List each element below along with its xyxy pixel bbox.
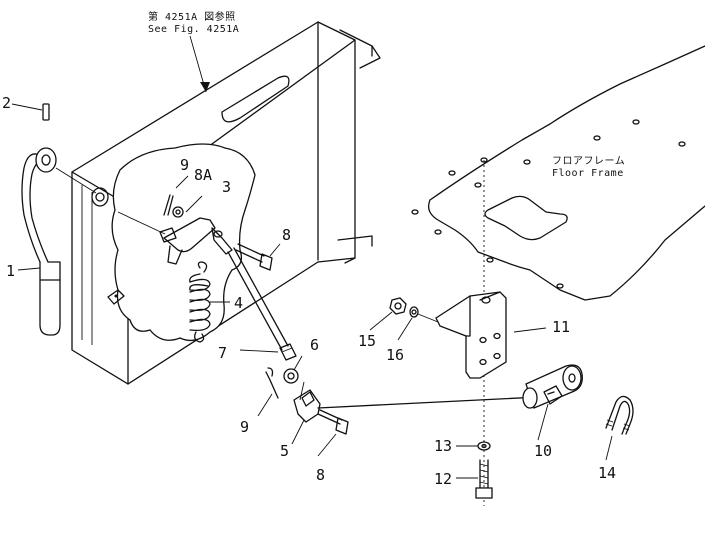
callout-8a: 8A bbox=[194, 166, 212, 184]
u-bolt-14 bbox=[605, 395, 634, 435]
callout-5: 5 bbox=[280, 442, 289, 460]
clamp-arm bbox=[293, 381, 541, 423]
bolt-lower bbox=[317, 409, 349, 435]
washer-16 bbox=[409, 306, 439, 323]
floor-frame-holes bbox=[411, 119, 686, 289]
floor-frame bbox=[411, 45, 705, 506]
callout-13: 13 bbox=[434, 437, 452, 455]
callout-8-lower: 8 bbox=[316, 466, 325, 484]
panel-fitting bbox=[91, 187, 125, 305]
callout-6: 6 bbox=[310, 336, 319, 354]
floor-frame-note: フロアフレーム Floor Frame bbox=[552, 155, 625, 179]
cotter-pin-lower bbox=[265, 367, 279, 399]
callout-3: 3 bbox=[222, 178, 231, 196]
cutaway-region bbox=[111, 143, 256, 342]
reference-note: 第 4251A 図参照 See Fig. 4251A bbox=[148, 10, 239, 35]
bracket bbox=[435, 291, 507, 379]
callout-2: 2 bbox=[2, 94, 11, 112]
callout-8-upper: 8 bbox=[282, 226, 291, 244]
control-rod bbox=[211, 227, 297, 361]
callouts: 2 1 9 8A 3 8 4 7 6 9 5 8 15 16 11 10 13 … bbox=[2, 94, 616, 488]
callout-16: 16 bbox=[386, 346, 404, 364]
see-fig-jp: 第 4251A 図参照 bbox=[148, 10, 236, 23]
top-slot bbox=[221, 75, 290, 123]
callout-9-upper: 9 bbox=[180, 156, 189, 174]
leader-lines bbox=[11, 35, 613, 479]
callout-10: 10 bbox=[534, 442, 552, 460]
panel-body bbox=[71, 21, 381, 385]
floor-frame-jp: フロアフレーム bbox=[552, 155, 625, 167]
bolt-12 bbox=[475, 459, 493, 499]
spring bbox=[189, 261, 211, 343]
lever bbox=[117, 211, 216, 265]
pin bbox=[42, 103, 50, 121]
floor-frame-en: Floor Frame bbox=[552, 168, 624, 179]
callout-9-lower: 9 bbox=[240, 418, 249, 436]
callout-11: 11 bbox=[552, 318, 570, 336]
callout-4: 4 bbox=[234, 294, 243, 312]
callout-15: 15 bbox=[358, 332, 376, 350]
nut-15 bbox=[389, 297, 407, 315]
actuator-10 bbox=[522, 364, 583, 409]
washer-8a bbox=[172, 206, 184, 218]
bolt-upper bbox=[235, 243, 273, 271]
nut-6 bbox=[283, 368, 299, 384]
cotter-pin-upper bbox=[163, 194, 174, 216]
see-fig-en: See Fig. 4251A bbox=[148, 24, 239, 35]
callout-7: 7 bbox=[218, 344, 227, 362]
callout-12: 12 bbox=[434, 470, 452, 488]
handle-rod bbox=[21, 147, 97, 336]
callout-1: 1 bbox=[6, 262, 15, 280]
callout-14: 14 bbox=[598, 464, 616, 482]
